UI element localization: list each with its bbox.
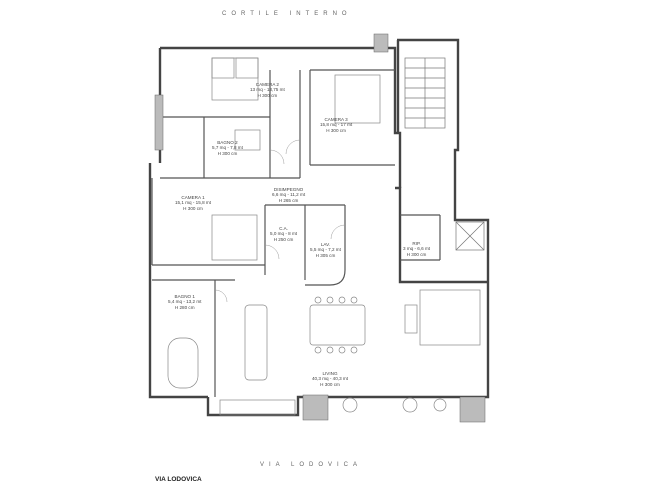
street-top-label: CORTILE INTERNO	[222, 11, 352, 17]
room-height: H 265 cm	[278, 197, 299, 203]
room-label-bagno1: BAGNO 1 5,4 mq - 13,2 mt H 280 cm	[168, 294, 201, 310]
room-label-bagno2: BAGNO 2 5,7 mq - 7,8 mt H 300 cm	[212, 140, 243, 156]
room-area: 15,8 mq - 17 mt	[320, 122, 353, 128]
room-label-camera3: CAMERA 3 15,8 mq - 17 mt H 300 cm	[320, 117, 352, 133]
room-label-rip: RIP. 3 mq - 6,6 mt H 300 cm	[403, 241, 430, 257]
room-area: 13 mq - 13,75 mt	[250, 87, 285, 93]
room-area: 40,3 mq - 40,3 mt	[312, 376, 349, 382]
room-area: 5,4 mq - 13,2 mt	[168, 299, 202, 305]
room-area: 5,0 mq - 8 mt	[270, 231, 298, 237]
room-label-living: LIVING 40,3 mq - 40,3 mt H 300 cm	[312, 371, 348, 387]
furniture	[167, 57, 481, 416]
room-name: LAV.	[320, 242, 331, 247]
room-area: 5,7 mq - 7,8 mt	[212, 145, 243, 151]
room-name: BAGNO 2	[217, 140, 238, 145]
room-height: H 300 cm	[257, 92, 278, 98]
room-name: RIP.	[412, 241, 421, 246]
room-area: 6,6 mq - 11,2 mt	[272, 192, 306, 198]
room-area: 15,1 mq - 15,8 mt	[175, 200, 212, 206]
street-bottom-label: VIA LODOVICA	[260, 462, 363, 468]
room-height: H 305 cm	[315, 252, 336, 258]
planters	[154, 33, 486, 423]
room-name: CAMERA 1	[181, 195, 205, 200]
doors	[214, 139, 346, 303]
room-label-disimpegno: DISIMPEGNO 6,6 mq - 11,2 mt H 265 cm	[272, 187, 305, 203]
room-height: H 250 cm	[273, 236, 294, 242]
partitions	[151, 69, 441, 397]
room-label-camera2: CAMERA 2 13 mq - 13,75 mt H 300 cm	[250, 82, 285, 98]
room-name: LIVING	[322, 371, 338, 376]
room-height: H 300 cm	[320, 381, 340, 387]
room-label-ca: C.A. 5,0 mq - 8 mt H 250 cm	[270, 226, 297, 242]
room-height: H 300 cm	[406, 251, 427, 257]
room-name: CAMERA 3	[324, 117, 348, 122]
room-height: H 300 cm	[183, 205, 203, 211]
room-name: C.A.	[279, 226, 288, 231]
room-height: H 300 cm	[217, 150, 238, 156]
stairwell	[404, 57, 485, 251]
room-area: 5,5 mq - 7,2 mt	[310, 247, 341, 253]
room-name: DISIMPEGNO	[273, 187, 304, 192]
room-height: H 280 cm	[174, 304, 195, 310]
walls	[148, 38, 490, 417]
room-label-lav: LAV. 5,5 mq - 7,2 mt H 305 cm	[310, 242, 341, 258]
plan-title-label: VIA LODOVICA	[155, 476, 202, 483]
room-area: 3 mq - 6,6 mt	[403, 246, 431, 252]
room-height: H 300 cm	[326, 127, 346, 133]
room-name: CAMERA 2	[255, 82, 279, 87]
room-name: BAGNO 1	[174, 294, 195, 299]
room-label-camera1: CAMERA 1 15,1 mq - 15,8 mt H 300 cm	[175, 195, 211, 211]
